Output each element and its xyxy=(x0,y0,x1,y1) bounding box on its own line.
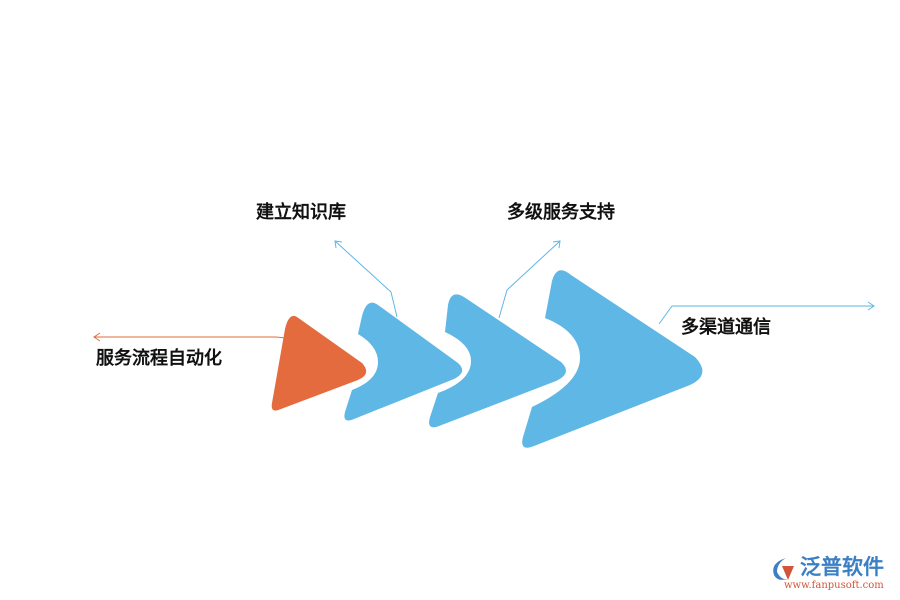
step-1-arrow-shape xyxy=(271,315,367,411)
connector-step-3 xyxy=(498,240,561,319)
brand-logo: 泛普软件 www.fanpusoft.com xyxy=(770,554,892,594)
step-2-label: 建立知识库 xyxy=(256,202,346,223)
connector-step-2 xyxy=(334,240,398,318)
logo-mark xyxy=(773,558,794,580)
step-3-label: 多级服务支持 xyxy=(507,202,615,223)
logo-url: www.fanpusoft.com xyxy=(784,580,884,591)
step-3-arrow-shape xyxy=(429,294,566,428)
logo-text: 泛普软件 xyxy=(800,555,884,579)
connector-step-1 xyxy=(93,332,287,342)
step-4-arrow-shape xyxy=(522,270,703,448)
step-2-arrow-shape xyxy=(344,302,463,421)
connector-step-4 xyxy=(658,301,875,325)
step-1-label: 服务流程自动化 xyxy=(96,348,222,369)
step-4-label: 多渠道通信 xyxy=(681,317,771,338)
